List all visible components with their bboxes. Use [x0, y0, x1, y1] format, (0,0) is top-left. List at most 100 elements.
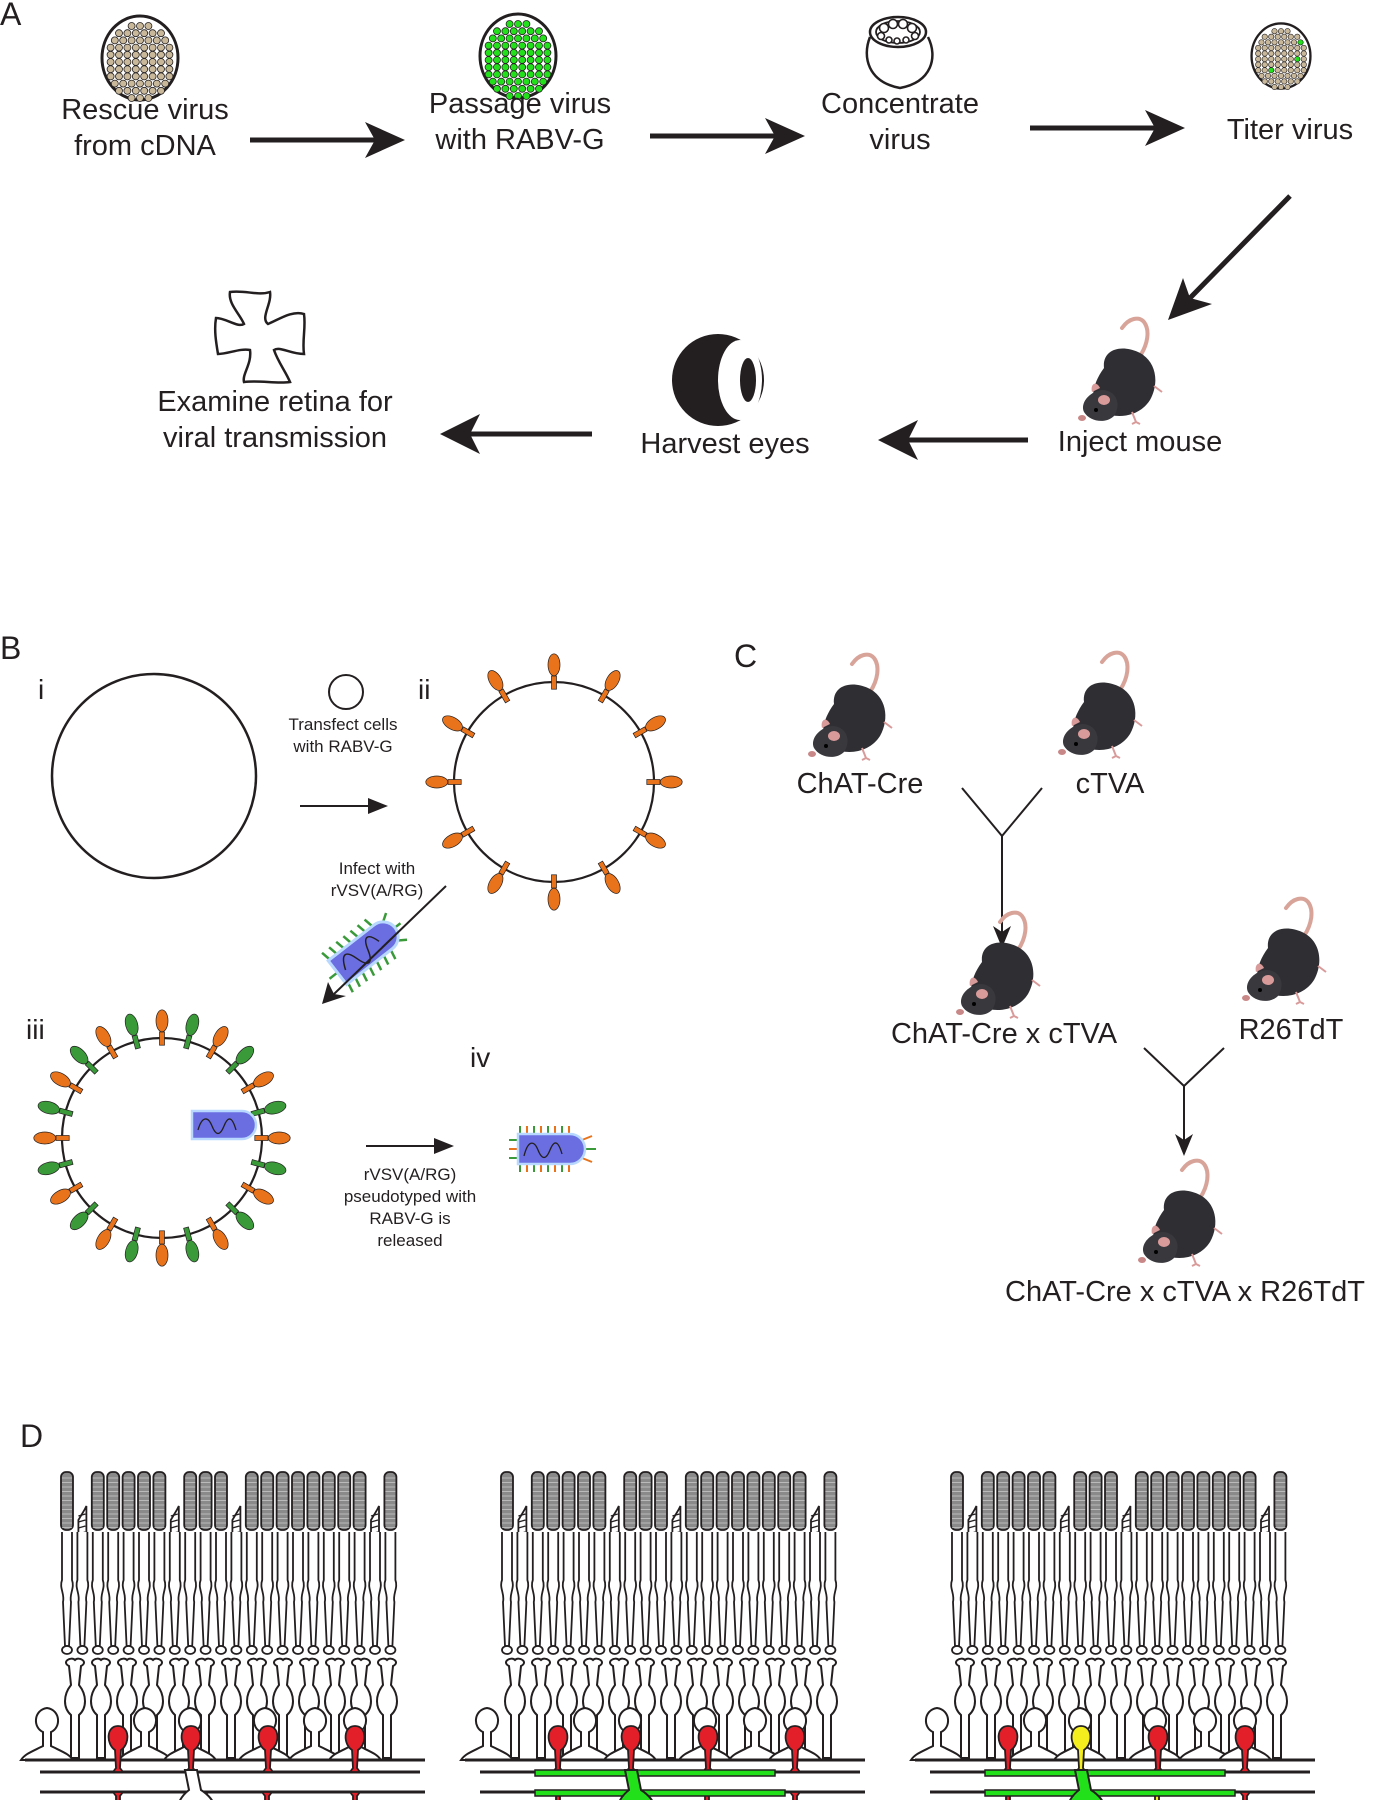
well-dot [144, 22, 153, 30]
starburst-amacrine-cell [1234, 1725, 1256, 1773]
glycoprotein-spike [487, 670, 511, 704]
starburst-amacrine-cell [784, 1725, 806, 1773]
well-dot [123, 50, 132, 59]
mouse-label-cross2: ChAT-Cre x cTVA x R26TdT [1005, 1276, 1365, 1308]
glycoprotein-spike [183, 1013, 200, 1050]
green-cell-plate-icon [478, 12, 558, 100]
bipolar-cell [504, 1657, 526, 1759]
glycoprotein-spike [487, 860, 511, 894]
well-dot [518, 48, 527, 57]
well-dot [115, 72, 123, 81]
well-dot [152, 36, 161, 45]
well-dot [165, 72, 174, 81]
bipolar-cell [90, 1657, 112, 1759]
well-dot [1277, 28, 1285, 35]
well-dot [509, 56, 518, 64]
well-dot [526, 27, 535, 36]
well-dot [148, 29, 157, 38]
well-dot [165, 65, 174, 74]
bipolar-cell [1084, 1657, 1106, 1759]
rod-photoreceptor [137, 1471, 151, 1655]
well-dot [1294, 50, 1301, 57]
rod-photoreceptor [623, 1471, 638, 1655]
rod-photoreceptor [1011, 1471, 1026, 1655]
cone-photoreceptor [1258, 1505, 1272, 1655]
well-dot [115, 29, 123, 38]
step-concentrate-label: Concentrate virus [800, 86, 1000, 159]
well-dot [497, 34, 506, 43]
bipolar-cell [980, 1657, 1002, 1759]
glycoprotein-spike [632, 715, 666, 739]
well-dot [543, 41, 552, 50]
well-dot [1255, 44, 1262, 51]
rvsv-virion-icon [321, 912, 408, 993]
well-dot [501, 27, 510, 36]
displaced-starburst-cell [111, 1791, 125, 1800]
glycoprotein-spike [37, 1100, 74, 1117]
well-dot [1261, 56, 1268, 63]
glycoprotein-spike [250, 1159, 287, 1176]
well-dot [1290, 39, 1298, 46]
intracellular-virion-icon [190, 1109, 258, 1141]
step-titer-label: Titer virus [1200, 112, 1380, 148]
well-dot [106, 50, 115, 59]
ganglion-cell [179, 1769, 213, 1800]
well-dot [119, 79, 128, 88]
well-dot [526, 56, 535, 64]
bipolar-cell [1266, 1657, 1288, 1759]
bipolar-cell [954, 1657, 976, 1759]
rod-photoreceptor [761, 1471, 776, 1655]
well-dot [1258, 72, 1265, 79]
rod-photoreceptor [1027, 1471, 1041, 1655]
well-dot [518, 70, 527, 79]
well-dot [161, 79, 170, 88]
glycoprotein-spike [597, 860, 621, 894]
well-dot [522, 34, 531, 43]
well-dot [123, 58, 132, 66]
step-examine-label: Examine retina for viral transmission [130, 384, 420, 457]
arrow-right-icon [1030, 110, 1185, 146]
glycoprotein-spike [547, 874, 561, 911]
well-dot [484, 56, 493, 64]
transfect-line1: Transfect cells [288, 715, 398, 734]
well-dot [543, 56, 552, 64]
well-dot [1274, 67, 1281, 74]
well-dot [1284, 39, 1291, 46]
eye-icon [672, 334, 764, 426]
mouse-label-chat-cre: ChAT-Cre [796, 768, 924, 800]
well-dot [535, 70, 543, 79]
retina-diagram-starter-infected [459, 1471, 865, 1800]
well-dot [526, 70, 535, 79]
well-dot [1268, 33, 1275, 40]
glycoprotein-spike [69, 1201, 99, 1231]
glycoprotein-spike [646, 775, 683, 789]
well-dot [1264, 39, 1272, 46]
well-dot [1281, 56, 1288, 63]
well-dot [1271, 39, 1278, 46]
well-dot [501, 84, 510, 93]
well-dot [484, 70, 493, 79]
rod-photoreceptor [183, 1471, 198, 1655]
release-line1: rVSV(A/RG) [363, 1165, 457, 1184]
release-label: rVSV(A/RG) pseudotyped with RABV-G is re… [330, 1164, 490, 1252]
cone-photoreceptor [1119, 1505, 1134, 1655]
panel-d-letter: D [20, 1418, 44, 1454]
well-dot [493, 63, 501, 72]
well-dot [539, 77, 548, 86]
well-dot [501, 63, 510, 72]
step-concentrate-line1: Concentrate [821, 88, 979, 120]
bipolar-cell [64, 1657, 86, 1759]
well-dot [1284, 83, 1291, 91]
cone-photoreceptor [515, 1505, 530, 1655]
glycoprotein-spike [547, 653, 561, 690]
well-dot [123, 72, 132, 81]
well-dot [1271, 83, 1278, 91]
well-dot [497, 77, 506, 86]
starburst-amacrine-cell [1147, 1725, 1169, 1773]
well-dot [131, 58, 140, 66]
bipolar-cell [1162, 1657, 1184, 1759]
mouse-icon [1078, 316, 1163, 425]
amacrine-cell [117, 1706, 173, 1761]
release-line4: released [377, 1231, 443, 1251]
well-dot [493, 48, 501, 57]
